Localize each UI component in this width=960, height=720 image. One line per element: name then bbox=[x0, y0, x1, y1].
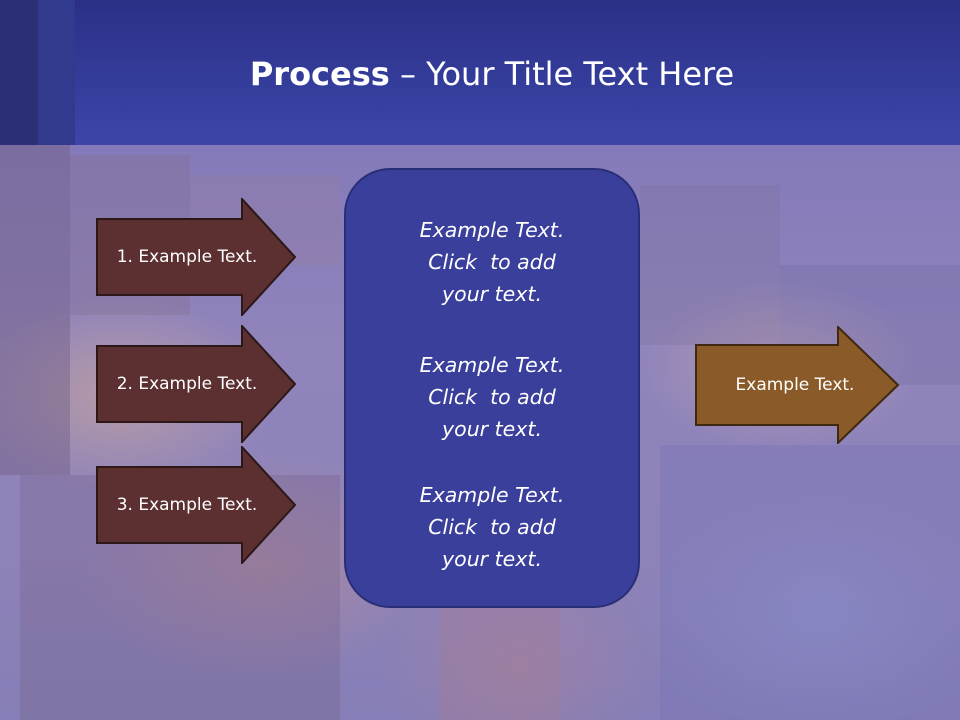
center-line: Click to add bbox=[428, 515, 556, 539]
step-arrow-3[interactable]: 3. Example Text. bbox=[96, 446, 296, 564]
photo-building bbox=[440, 605, 560, 720]
center-text-box[interactable]: Example Text. Click to add your text. Ex… bbox=[344, 168, 640, 608]
center-line: your text. bbox=[442, 417, 542, 441]
photo-building bbox=[660, 445, 960, 720]
title-band-stripe bbox=[0, 0, 38, 145]
center-line: Example Text. bbox=[419, 218, 565, 242]
arrow-right-shape bbox=[96, 325, 296, 443]
slide-title-bold: Process bbox=[249, 55, 390, 93]
step-arrow-2[interactable]: 2. Example Text. bbox=[96, 325, 296, 443]
center-line: Click to add bbox=[428, 385, 556, 409]
arrow-right-shape bbox=[96, 198, 296, 316]
center-paragraph: Example Text. Click to add your text. bbox=[346, 214, 638, 310]
slide-title[interactable]: Process – Your Title Text Here bbox=[0, 52, 960, 96]
center-line: Example Text. bbox=[419, 353, 565, 377]
center-line: your text. bbox=[442, 282, 542, 306]
title-band: Process – Your Title Text Here bbox=[0, 0, 960, 145]
center-paragraph: Example Text. Click to add your text. bbox=[346, 479, 638, 575]
step-arrow-1[interactable]: 1. Example Text. bbox=[96, 198, 296, 316]
photo-building bbox=[0, 145, 70, 475]
arrow-right-shape bbox=[695, 326, 900, 444]
title-band-stripe bbox=[38, 0, 75, 145]
center-line: Example Text. bbox=[419, 483, 565, 507]
step-label: 3. Example Text. bbox=[116, 495, 258, 515]
result-label: Example Text. bbox=[735, 375, 855, 395]
step-label: 2. Example Text. bbox=[116, 374, 258, 394]
step-label: 1. Example Text. bbox=[116, 247, 258, 267]
slide-title-rest: – Your Title Text Here bbox=[389, 55, 735, 93]
center-line: Click to add bbox=[428, 250, 556, 274]
center-line: your text. bbox=[442, 547, 542, 571]
arrow-right-shape bbox=[96, 446, 296, 564]
center-paragraph: Example Text. Click to add your text. bbox=[346, 349, 638, 445]
result-arrow[interactable]: Example Text. bbox=[695, 326, 900, 444]
photo-building bbox=[640, 185, 780, 345]
